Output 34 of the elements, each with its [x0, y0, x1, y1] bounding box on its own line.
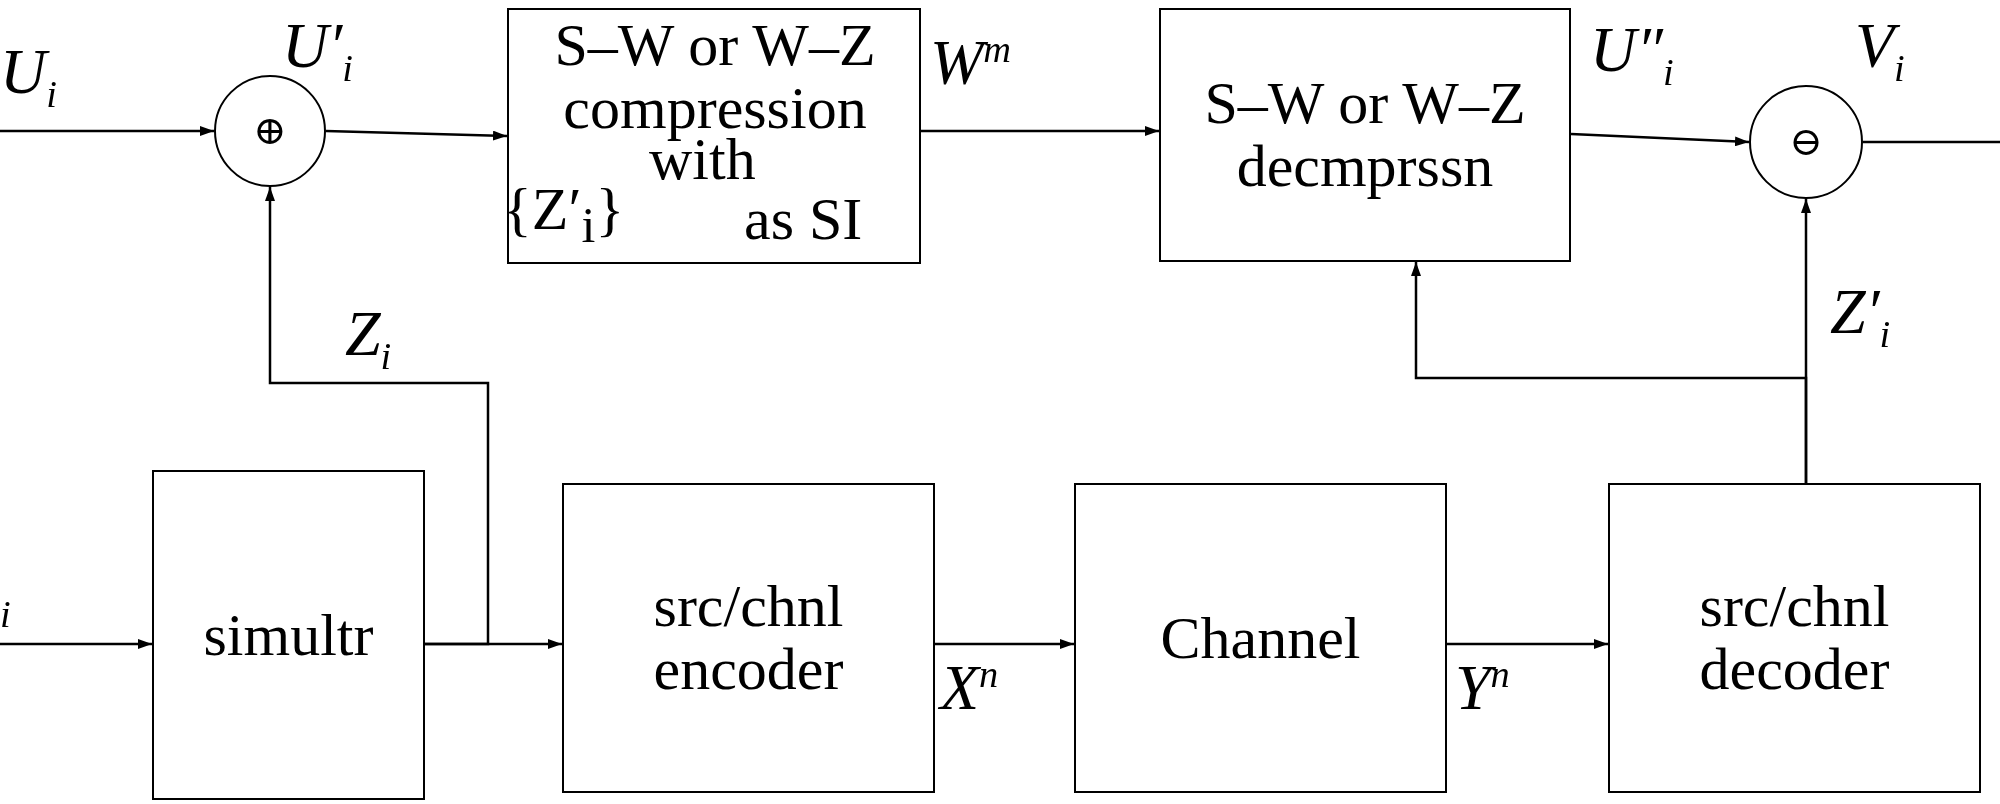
arrow — [0, 639, 152, 649]
arrow — [1447, 639, 1608, 649]
edge-label: i — [0, 591, 11, 634]
arrow — [1411, 262, 1808, 483]
box-label: simultr — [203, 603, 374, 667]
arrow — [935, 639, 1074, 649]
edge-label: Y$^{n}$ — [1455, 655, 1510, 721]
edge-label: W$^{m}$ — [930, 30, 1012, 96]
process-box — [1159, 8, 1571, 262]
edge-label: Z$_{i}$ — [345, 302, 392, 376]
box-label: as SI — [744, 188, 863, 251]
box-label: Channel — [1160, 606, 1361, 670]
process-box — [1608, 483, 1981, 793]
process-box — [507, 8, 921, 264]
box-label: src/chnl encoder — [652, 575, 845, 701]
edge-label: Z′$_{i}$ — [1830, 280, 1891, 354]
signal-label: V$_{i}$ — [1855, 14, 1905, 88]
signal-label: U′$_{i}$ — [282, 14, 353, 88]
operator-symbol: ⊖ — [1789, 121, 1823, 163]
box-label: src/chnl decoder — [1698, 575, 1891, 701]
arrow — [1570, 132, 1750, 147]
process-box — [1074, 483, 1447, 793]
process-box — [562, 483, 935, 793]
box-label: S–W or W–Z decmprssn — [1203, 72, 1527, 198]
process-box — [152, 470, 425, 800]
box-label: {Z′$_{i}$} — [503, 178, 625, 252]
arrow — [325, 129, 508, 141]
arrow — [0, 126, 214, 136]
edge-label: U″$_{i}$ — [1590, 18, 1674, 92]
operator-symbol: ⊕ — [253, 110, 287, 152]
edge-label: X$^{n}$ — [940, 655, 999, 721]
edge-label: U$_{i}$ — [0, 40, 57, 114]
arrow — [265, 187, 490, 646]
arrow — [921, 126, 1159, 136]
